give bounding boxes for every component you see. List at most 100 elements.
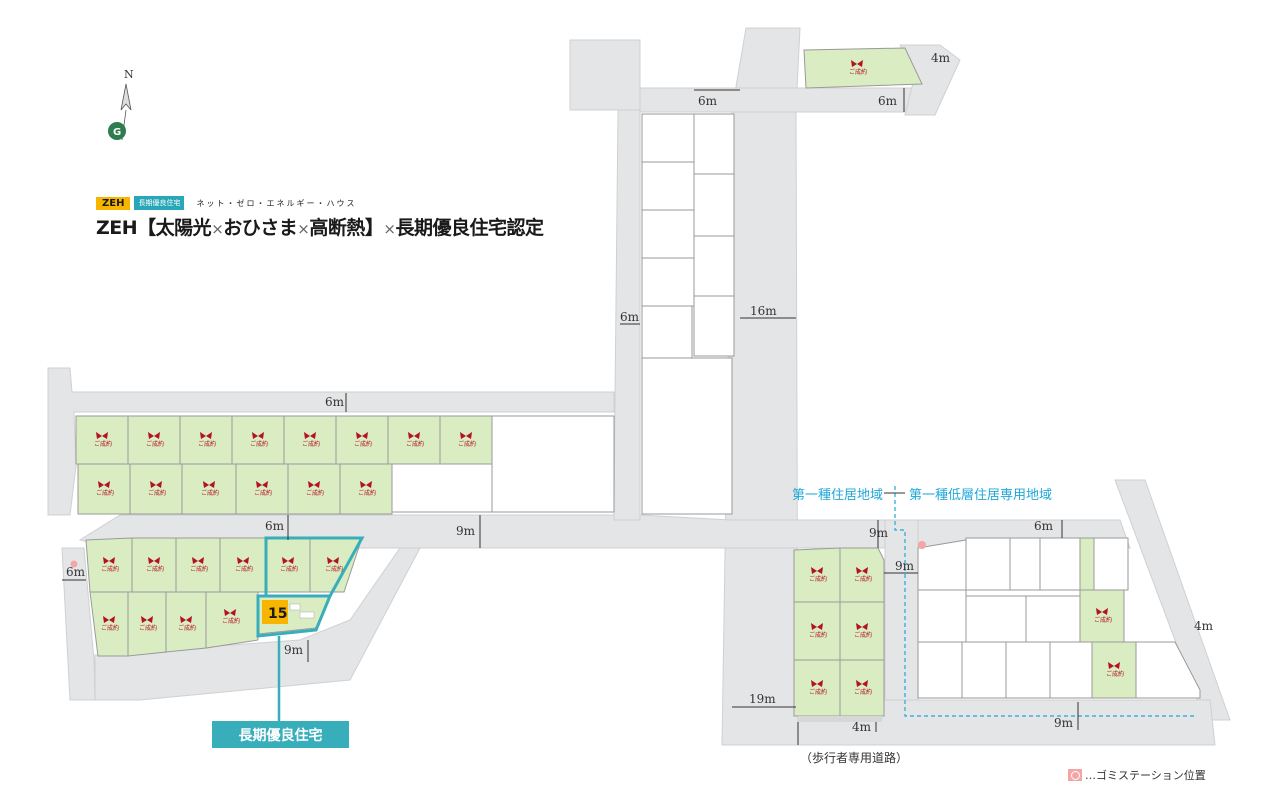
title-times-2: × xyxy=(297,220,310,238)
dim-9m-right-top: 9m xyxy=(869,526,889,540)
ribbon-icon xyxy=(148,432,160,439)
dim-9m-mid: 9m xyxy=(456,524,476,538)
ribbon-icon xyxy=(304,432,316,439)
contract-marker: ご成約 xyxy=(96,481,114,497)
header-subtitle: ネット・ゼロ・エネルギー・ハウス xyxy=(196,198,357,208)
contract-marker: ご成約 xyxy=(201,481,219,497)
title-ohisama: おひさま xyxy=(223,217,298,239)
contract-label: ご成約 xyxy=(250,440,268,448)
contract-label: ご成約 xyxy=(178,624,196,632)
ribbon-icon xyxy=(192,557,204,564)
lot-number[interactable]: 15 xyxy=(268,606,287,622)
ribbon-icon xyxy=(150,481,162,488)
right-cluster-lots xyxy=(70,486,1201,717)
contract-label: ご成約 xyxy=(146,565,164,573)
contract-label: ご成約 xyxy=(201,489,219,497)
contract-label: ご成約 xyxy=(854,631,872,639)
title-times-1: × xyxy=(211,220,224,238)
contract-label: ご成約 xyxy=(302,440,320,448)
title-zeh: ZEH xyxy=(96,217,138,239)
contract-marker: ご成約 xyxy=(809,623,827,639)
contract-label: ご成約 xyxy=(358,489,376,497)
ribbon-icon xyxy=(856,623,868,630)
contract-label: ご成約 xyxy=(146,440,164,448)
contract-label: ご成約 xyxy=(101,565,119,573)
ribbon-icon xyxy=(224,609,236,616)
ribbon-icon xyxy=(356,432,368,439)
ribbon-icon xyxy=(308,481,320,488)
contract-label: ご成約 xyxy=(254,489,272,497)
ribbon-icon xyxy=(460,432,472,439)
contract-marker: ご成約 xyxy=(302,432,320,448)
dim-9m-bottom: 9m xyxy=(1054,716,1074,730)
contract-marker: ご成約 xyxy=(146,557,164,573)
ribbon-icon xyxy=(856,567,868,574)
contract-label: ご成約 xyxy=(1106,670,1124,678)
lower-left-lots xyxy=(85,536,365,721)
contract-marker: ご成約 xyxy=(222,609,240,625)
ribbon-icon xyxy=(851,60,863,67)
contract-marker: ご成約 xyxy=(148,481,166,497)
upper-lots-column xyxy=(641,113,735,515)
contract-label: ご成約 xyxy=(406,440,424,448)
title-solar: 【太陽光 xyxy=(137,217,212,239)
title-insulation: 高断熱】 xyxy=(309,217,384,239)
contract-marker: ご成約 xyxy=(1094,608,1112,624)
ribbon-icon xyxy=(256,481,268,488)
ribbon-icon xyxy=(1096,608,1108,615)
dimension-arrows xyxy=(62,88,1079,745)
dim-6m-upper-row: 6m xyxy=(325,395,345,409)
contract-label: ご成約 xyxy=(809,688,827,696)
contract-marker: ご成約 xyxy=(235,557,253,573)
contract-marker: ご成約 xyxy=(101,557,119,573)
contract-marker: ご成約 xyxy=(190,557,208,573)
dim-16m: 16m xyxy=(750,304,777,318)
dimension-labels: 4m 6m 6m 6m 16m 6m 6m 9m 6m 9m 19m 9m 9m… xyxy=(66,51,1214,734)
badge-long-life-housing: 長期優良住宅 xyxy=(134,196,185,210)
contract-marker: ご成約 xyxy=(854,567,872,583)
legend: …ゴミステーション位置 xyxy=(1068,767,1206,783)
ribbon-icon xyxy=(811,567,823,574)
zone-label-left: 第一種住居地域 xyxy=(792,487,883,503)
contract-label: ご成約 xyxy=(809,631,827,639)
contract-marker: ご成約 xyxy=(250,432,268,448)
ribbon-icon xyxy=(103,557,115,564)
compass-logo-icon xyxy=(108,122,126,140)
contract-marker: ご成約 xyxy=(306,481,324,497)
contract-label: ご成約 xyxy=(198,440,216,448)
dim-6m-right-cluster: 6m xyxy=(1034,519,1054,533)
ribbon-icon xyxy=(1108,662,1120,669)
compass-logo-letter: G xyxy=(113,127,121,138)
long-life-housing-callout[interactable]: 長期優良住宅 xyxy=(212,721,349,748)
garbage-station-icon xyxy=(1068,769,1082,781)
legend-text: …ゴミステーション位置 xyxy=(1085,769,1206,782)
contract-label: ご成約 xyxy=(325,565,343,573)
upper-lots xyxy=(75,415,615,515)
contract-marker: ご成約 xyxy=(254,481,272,497)
title-times-3: × xyxy=(383,220,396,238)
contract-marker: ご成約 xyxy=(849,60,867,76)
lot-number-box[interactable] xyxy=(262,600,288,624)
dim-4m-bottom: 4m xyxy=(852,720,872,734)
contract-marker: ご成約 xyxy=(1106,662,1124,678)
ribbon-icon xyxy=(98,481,110,488)
contract-label: ご成約 xyxy=(854,575,872,583)
ribbon-icon xyxy=(141,616,153,623)
ribbon-icon xyxy=(203,481,215,488)
dim-6m-vertical: 6m xyxy=(620,310,640,324)
ribbon-icon xyxy=(856,680,868,687)
contract-marker: ご成約 xyxy=(854,680,872,696)
dim-6m-top-right: 6m xyxy=(878,94,898,108)
ribbon-icon xyxy=(180,616,192,623)
header-title: ZEH【太陽光×おひさま×高断熱】×長期優良住宅認定 xyxy=(96,213,544,240)
contract-label: ご成約 xyxy=(280,565,298,573)
contract-marker: ご成約 xyxy=(809,567,827,583)
contract-label: ご成約 xyxy=(809,575,827,583)
contract-marker: ご成約 xyxy=(809,680,827,696)
ribbon-icon xyxy=(96,432,108,439)
dim-9m-lower-left: 9m xyxy=(284,643,304,657)
contract-label: ご成約 xyxy=(94,440,112,448)
lot-top-right[interactable] xyxy=(803,47,923,89)
ribbon-icon xyxy=(811,680,823,687)
